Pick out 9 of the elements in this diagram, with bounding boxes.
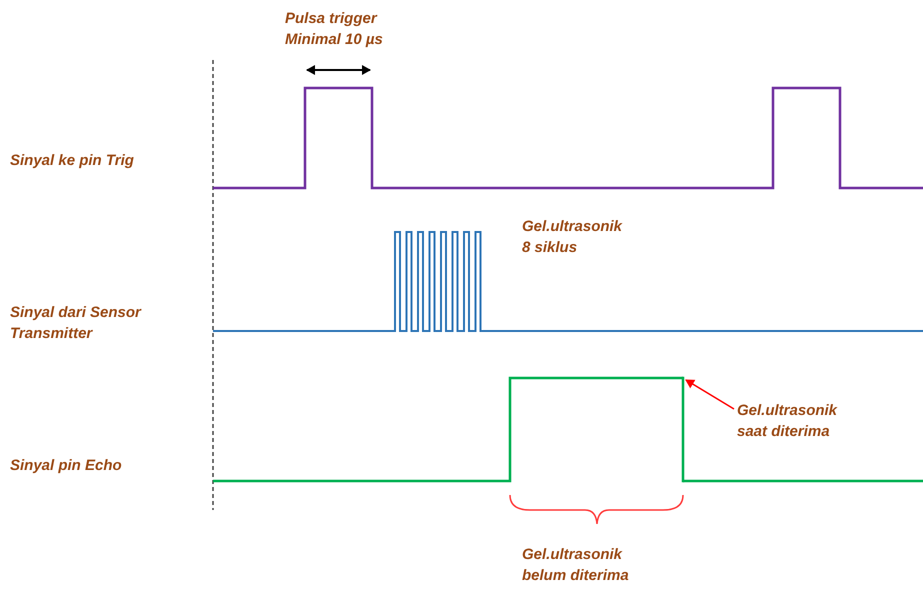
falling-edge [682,376,684,482]
signal-label: Sinyal pin Echo [10,456,123,476]
burst-label: Gel.ultrasonik 8 siklus [522,217,624,258]
leader-line [685,379,734,410]
dimension-label: Pulsa trigger Minimal 10 µs [285,9,384,50]
bracket-label: Gel.ultrasonik belum diterima [522,545,630,586]
signal-label: Sinyal ke pin Trig [10,151,135,171]
callout-label: Gel.ultrasonik saat diterima [737,400,867,442]
signal-label: Sinyal dari Sensor Transmitter [10,303,142,344]
